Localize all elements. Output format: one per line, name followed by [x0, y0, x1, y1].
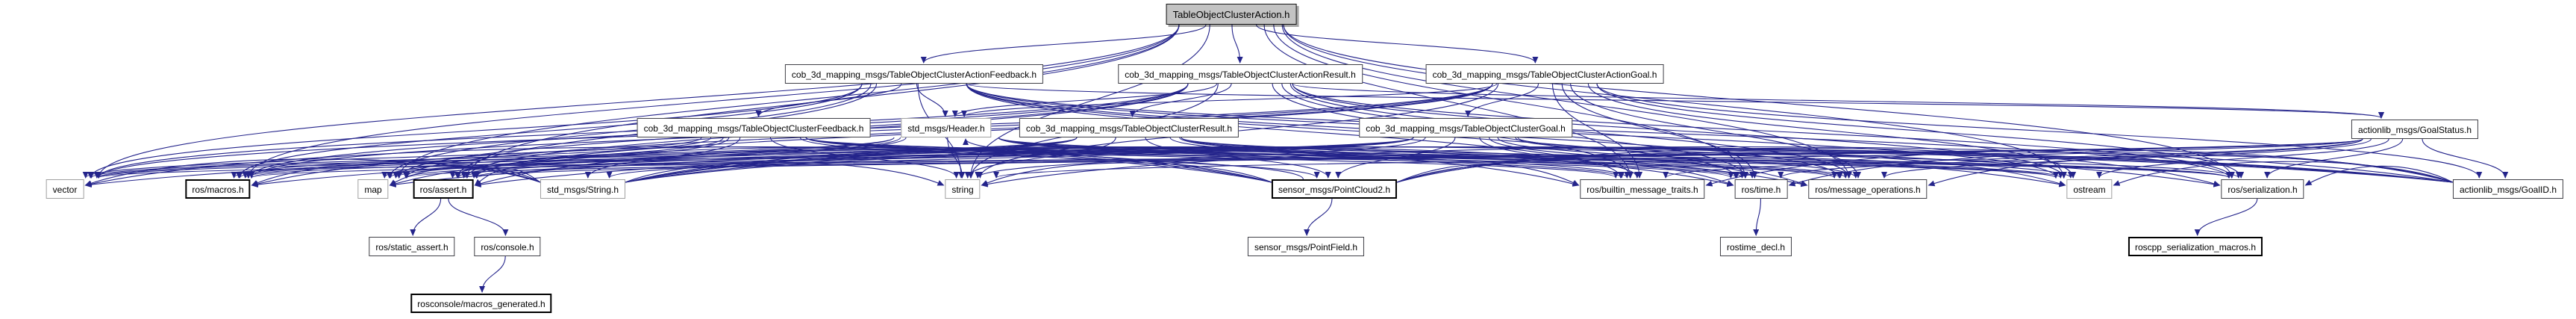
edge-goal_status-to-string [993, 138, 2363, 179]
edge-header-to-vector [88, 137, 895, 179]
graph-node-static_assert[interactable]: ros/static_assert.h [369, 237, 455, 256]
edge-ar-to-ostream [1292, 83, 2067, 179]
graph-node-header: std_msgs/Header.h [901, 118, 992, 137]
edge-root-to-af [920, 24, 1207, 64]
graph-node-ag[interactable]: cob_3d_mapping_msgs/TableObjectClusterAc… [1425, 64, 1664, 84]
edge-af-to-ros_serialization [966, 83, 2232, 179]
edge-ag-to-ros_serialization [1596, 83, 2245, 179]
edge-ag-to-header [961, 83, 1498, 117]
edge-cr-to-vector [94, 137, 1078, 179]
edge-goal_status-to-ostream [2096, 138, 2389, 179]
graph-node-vector: vector [46, 179, 84, 199]
graph-node-ros_serialization[interactable]: ros/serialization.h [2221, 179, 2304, 199]
graph-node-map: map [357, 179, 389, 199]
edge-root-to-map [396, 24, 1180, 179]
edge-goal_status-to-ros_macros [248, 138, 2363, 179]
graph-node-string: string [945, 179, 981, 199]
edge-header-to-string [947, 137, 966, 179]
graph-node-ar[interactable]: cob_3d_mapping_msgs/TableObjectClusterAc… [1118, 64, 1363, 84]
edge-ros_time-to-rostime_decl [1753, 198, 1761, 236]
graph-node-cr[interactable]: cob_3d_mapping_msgs/TableObjectClusterRe… [1019, 118, 1239, 137]
edge-ros_assert-to-static_assert [410, 198, 442, 236]
graph-node-macros_generated[interactable]: rosconsole/macros_generated.h [410, 294, 552, 313]
edge-cf-to-vector [82, 137, 702, 179]
edge-goal_id-to-ostream [2113, 161, 2454, 186]
edge-cg-to-ostream [1515, 137, 2074, 179]
edge-root-to-ros_assert [463, 24, 1180, 179]
graph-node-roscpp_macros[interactable]: roscpp_serialization_macros.h [2128, 237, 2263, 256]
edge-cg-to-message_ops [1497, 137, 1859, 179]
edge-pointcloud2-to-ros_serialization [1396, 147, 2221, 187]
edge-ros_serialization-to-roscpp_macros [2194, 198, 2258, 236]
edge-header-to-ros_serialization [998, 137, 2232, 179]
edge-ar-to-ros_serialization [1292, 83, 2235, 179]
graph-node-ros_macros[interactable]: ros/macros.h [185, 179, 251, 199]
graph-node-message_ops[interactable]: ros/message_operations.h [1808, 179, 1928, 199]
edge-af-to-ros_time [966, 83, 1739, 179]
edge-ar-to-goal_status [1292, 83, 2384, 119]
edge-root-to-ar [1231, 24, 1243, 64]
graph-node-string_msg: std_msgs/String.h [540, 179, 626, 199]
edge-pointcloud2-to-ros_macros [251, 146, 1272, 187]
edge-ros_assert-to-console [448, 198, 509, 236]
graph-node-builtin_traits[interactable]: ros/builtin_message_traits.h [1580, 179, 1705, 199]
edge-goal_id-to-message_ops [1928, 155, 2454, 187]
graph-node-ros_assert[interactable]: ros/assert.h [413, 179, 474, 199]
edge-ar-to-cr [1129, 83, 1232, 117]
edge-root-to-ostream [1283, 24, 2067, 179]
edge-cg-to-ros_macros [248, 137, 1414, 179]
edge-pointcloud2-to-pointfield [1304, 198, 1333, 236]
edge-pointcloud2-to-vector [84, 146, 1272, 188]
graph-node-rostime_decl[interactable]: rostime_decl.h [1719, 237, 1792, 256]
edge-cr-to-pointcloud2 [1145, 137, 1331, 179]
graph-node-ostream: ostream [2066, 179, 2113, 199]
edge-string_msg-to-vector [84, 158, 541, 186]
edge-root-to-ros_macros [245, 24, 1180, 179]
graph-node-root: TableObjectClusterAction.h [1166, 4, 1297, 25]
edge-console-to-macros_generated [479, 255, 506, 293]
edge-cg-to-string [975, 137, 1426, 179]
graph-node-goal_id[interactable]: actionlib_msgs/GoalID.h [2452, 179, 2564, 199]
edge-goal_status-to-goal_id [2422, 138, 2509, 179]
graph-node-goal_status[interactable]: actionlib_msgs/GoalStatus.h [2351, 120, 2479, 139]
edge-goal_id-to-ros_assert [474, 146, 2454, 188]
edge-cr-to-ros_macros [242, 137, 1078, 179]
graph-node-pointfield[interactable]: sensor_msgs/PointField.h [1247, 237, 1365, 256]
edge-pointcloud2-to-ros_time [1396, 161, 1734, 186]
graph-node-console[interactable]: ros/console.h [474, 237, 541, 256]
edge-pointcloud2-to-string [981, 162, 1272, 186]
edge-goal_status-to-message_ops [1881, 138, 2372, 179]
edge-cg-to-string_msg [606, 137, 1414, 179]
edge-root-to-message_ops [1281, 24, 1852, 179]
edge-af-to-vector [87, 83, 863, 179]
edge-pointcloud2-to-ros_assert [474, 149, 1272, 187]
edge-root-to-ag [1256, 24, 1539, 64]
edge-cr-to-string [964, 137, 1116, 179]
graph-node-cg[interactable]: cob_3d_mapping_msgs/TableObjectClusterGo… [1359, 118, 1572, 137]
edge-goal_id-to-ros_time [1788, 152, 2454, 187]
edge-goal_status-to-ros_serialization [2264, 138, 2404, 179]
graph-node-ros_time[interactable]: ros/time.h [1734, 179, 1788, 199]
edge-string_msg-to-ros_assert [474, 168, 541, 186]
edge-af-to-header [916, 83, 948, 117]
edge-ag-to-goal_id [1596, 83, 2483, 179]
graph-node-af[interactable]: cob_3d_mapping_msgs/TableObjectClusterAc… [784, 64, 1044, 84]
edge-goal_id-to-ros_serialization [2304, 165, 2454, 186]
edge-goal_status-to-builtin_traits [1663, 138, 2363, 179]
graph-node-pointcloud2[interactable]: sensor_msgs/PointCloud2.h [1271, 179, 1398, 199]
graph-node-cf[interactable]: cob_3d_mapping_msgs/TableObjectClusterFe… [637, 118, 871, 137]
edge-ar-to-header [951, 83, 1218, 117]
edge-goal_status-to-ros_assert [474, 138, 2363, 179]
edge-goal_id-to-string [981, 146, 2454, 188]
edge-ag-to-ostream [1587, 83, 2077, 179]
edge-root-to-vector [96, 24, 1180, 179]
